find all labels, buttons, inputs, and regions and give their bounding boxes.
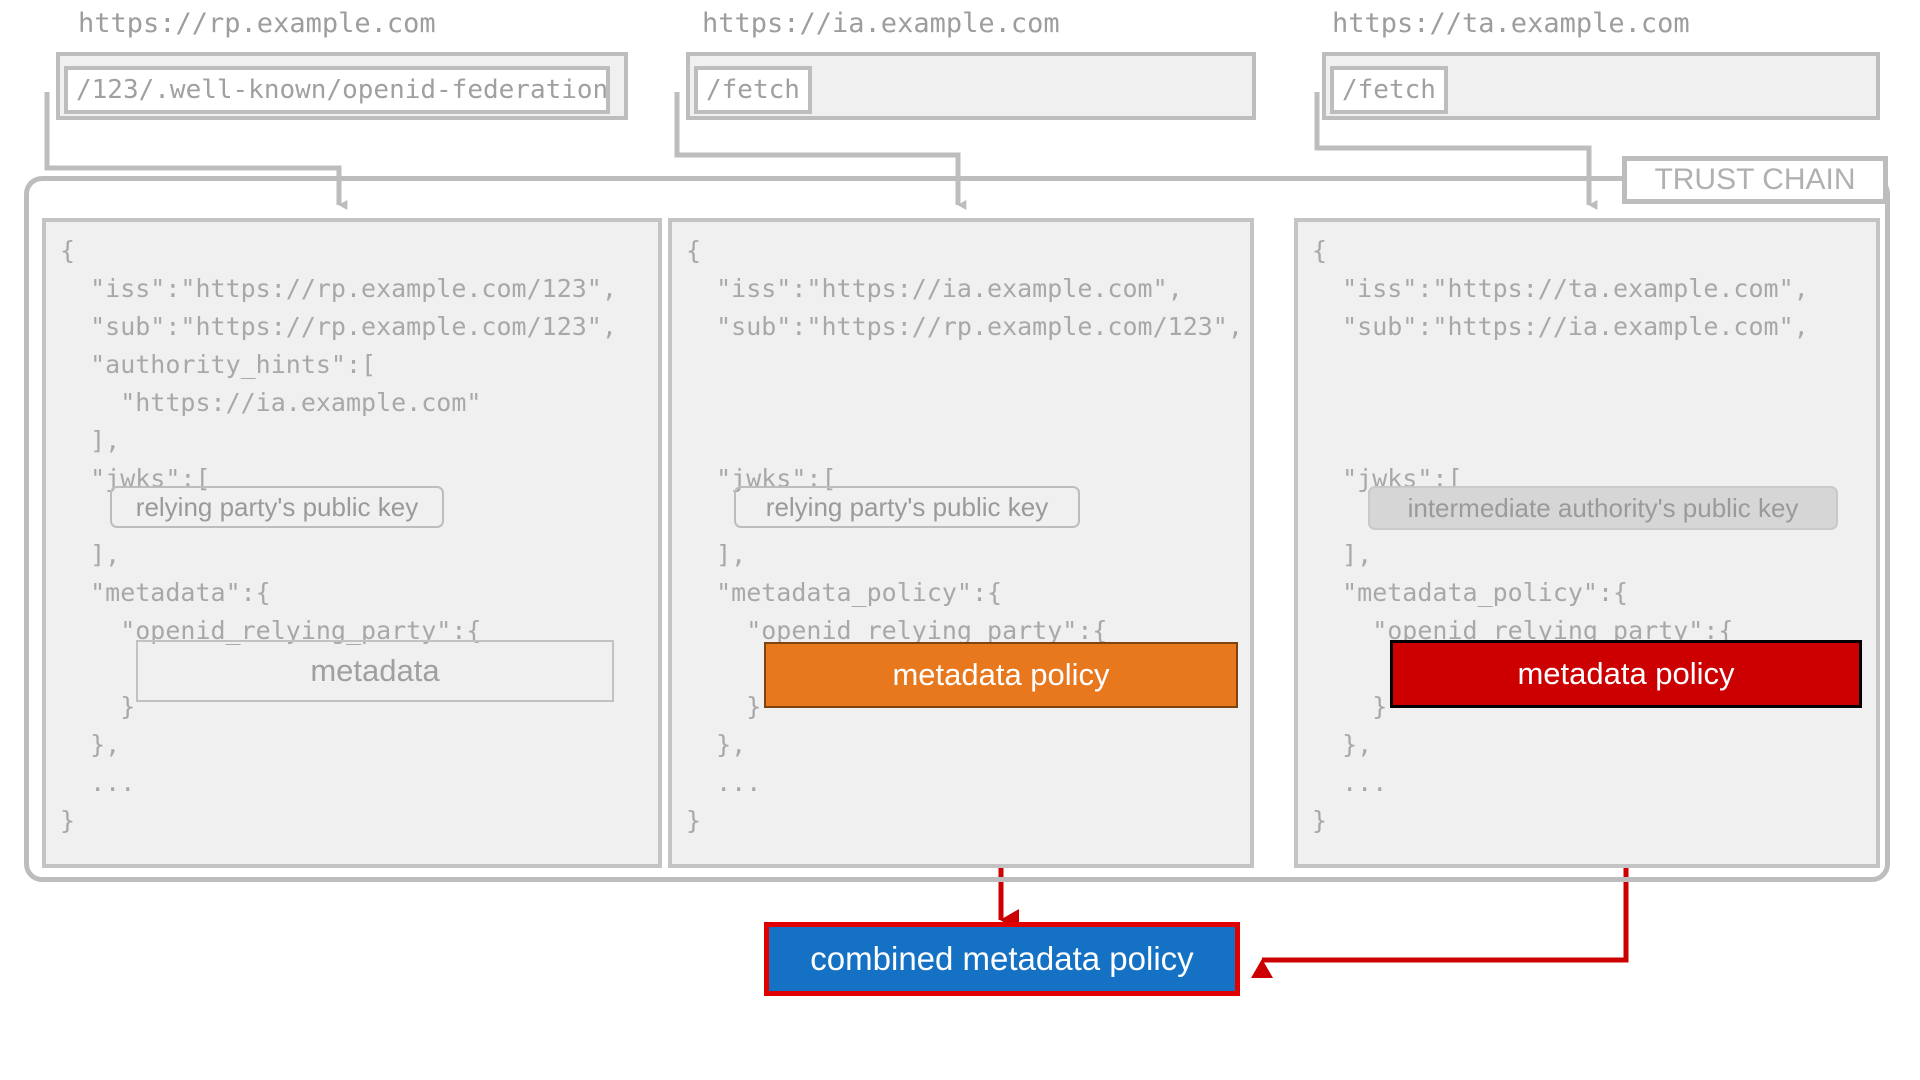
endpoint-path-rp[interactable]: /123/.well-known/openid-federation bbox=[64, 66, 610, 114]
statement-code-ia: { "iss":"https://ia.example.com", "sub":… bbox=[686, 236, 1243, 835]
statement-code-rp: { "iss":"https://rp.example.com/123", "s… bbox=[60, 236, 617, 835]
trust-chain-label: TRUST CHAIN bbox=[1622, 156, 1888, 204]
jwks-key-chip-rp: relying party's public key bbox=[110, 486, 444, 528]
endpoint-path-ta[interactable]: /fetch bbox=[1330, 66, 1448, 114]
statement-panel-ta: { "iss":"https://ta.example.com", "sub":… bbox=[1294, 218, 1880, 868]
statement-code-ta: { "iss":"https://ta.example.com", "sub":… bbox=[1312, 236, 1809, 835]
metadata-policy-ia: metadata policy bbox=[764, 642, 1238, 708]
server-url-ta: https://ta.example.com bbox=[1332, 8, 1690, 39]
statement-panel-rp: { "iss":"https://rp.example.com/123", "s… bbox=[42, 218, 662, 868]
metadata-policy-ta: metadata policy bbox=[1390, 640, 1862, 708]
server-url-rp: https://rp.example.com bbox=[78, 8, 436, 39]
server-url-ia: https://ia.example.com bbox=[702, 8, 1060, 39]
jwks-key-chip-ta: intermediate authority's public key bbox=[1368, 486, 1838, 530]
trust-chain-container bbox=[24, 176, 1890, 882]
endpoint-path-ia[interactable]: /fetch bbox=[694, 66, 812, 114]
statement-panel-ia: { "iss":"https://ia.example.com", "sub":… bbox=[668, 218, 1254, 868]
combined-metadata-policy: combined metadata policy bbox=[764, 922, 1240, 996]
metadata-payload-rp: metadata bbox=[136, 640, 614, 702]
jwks-key-chip-ia: relying party's public key bbox=[734, 486, 1080, 528]
